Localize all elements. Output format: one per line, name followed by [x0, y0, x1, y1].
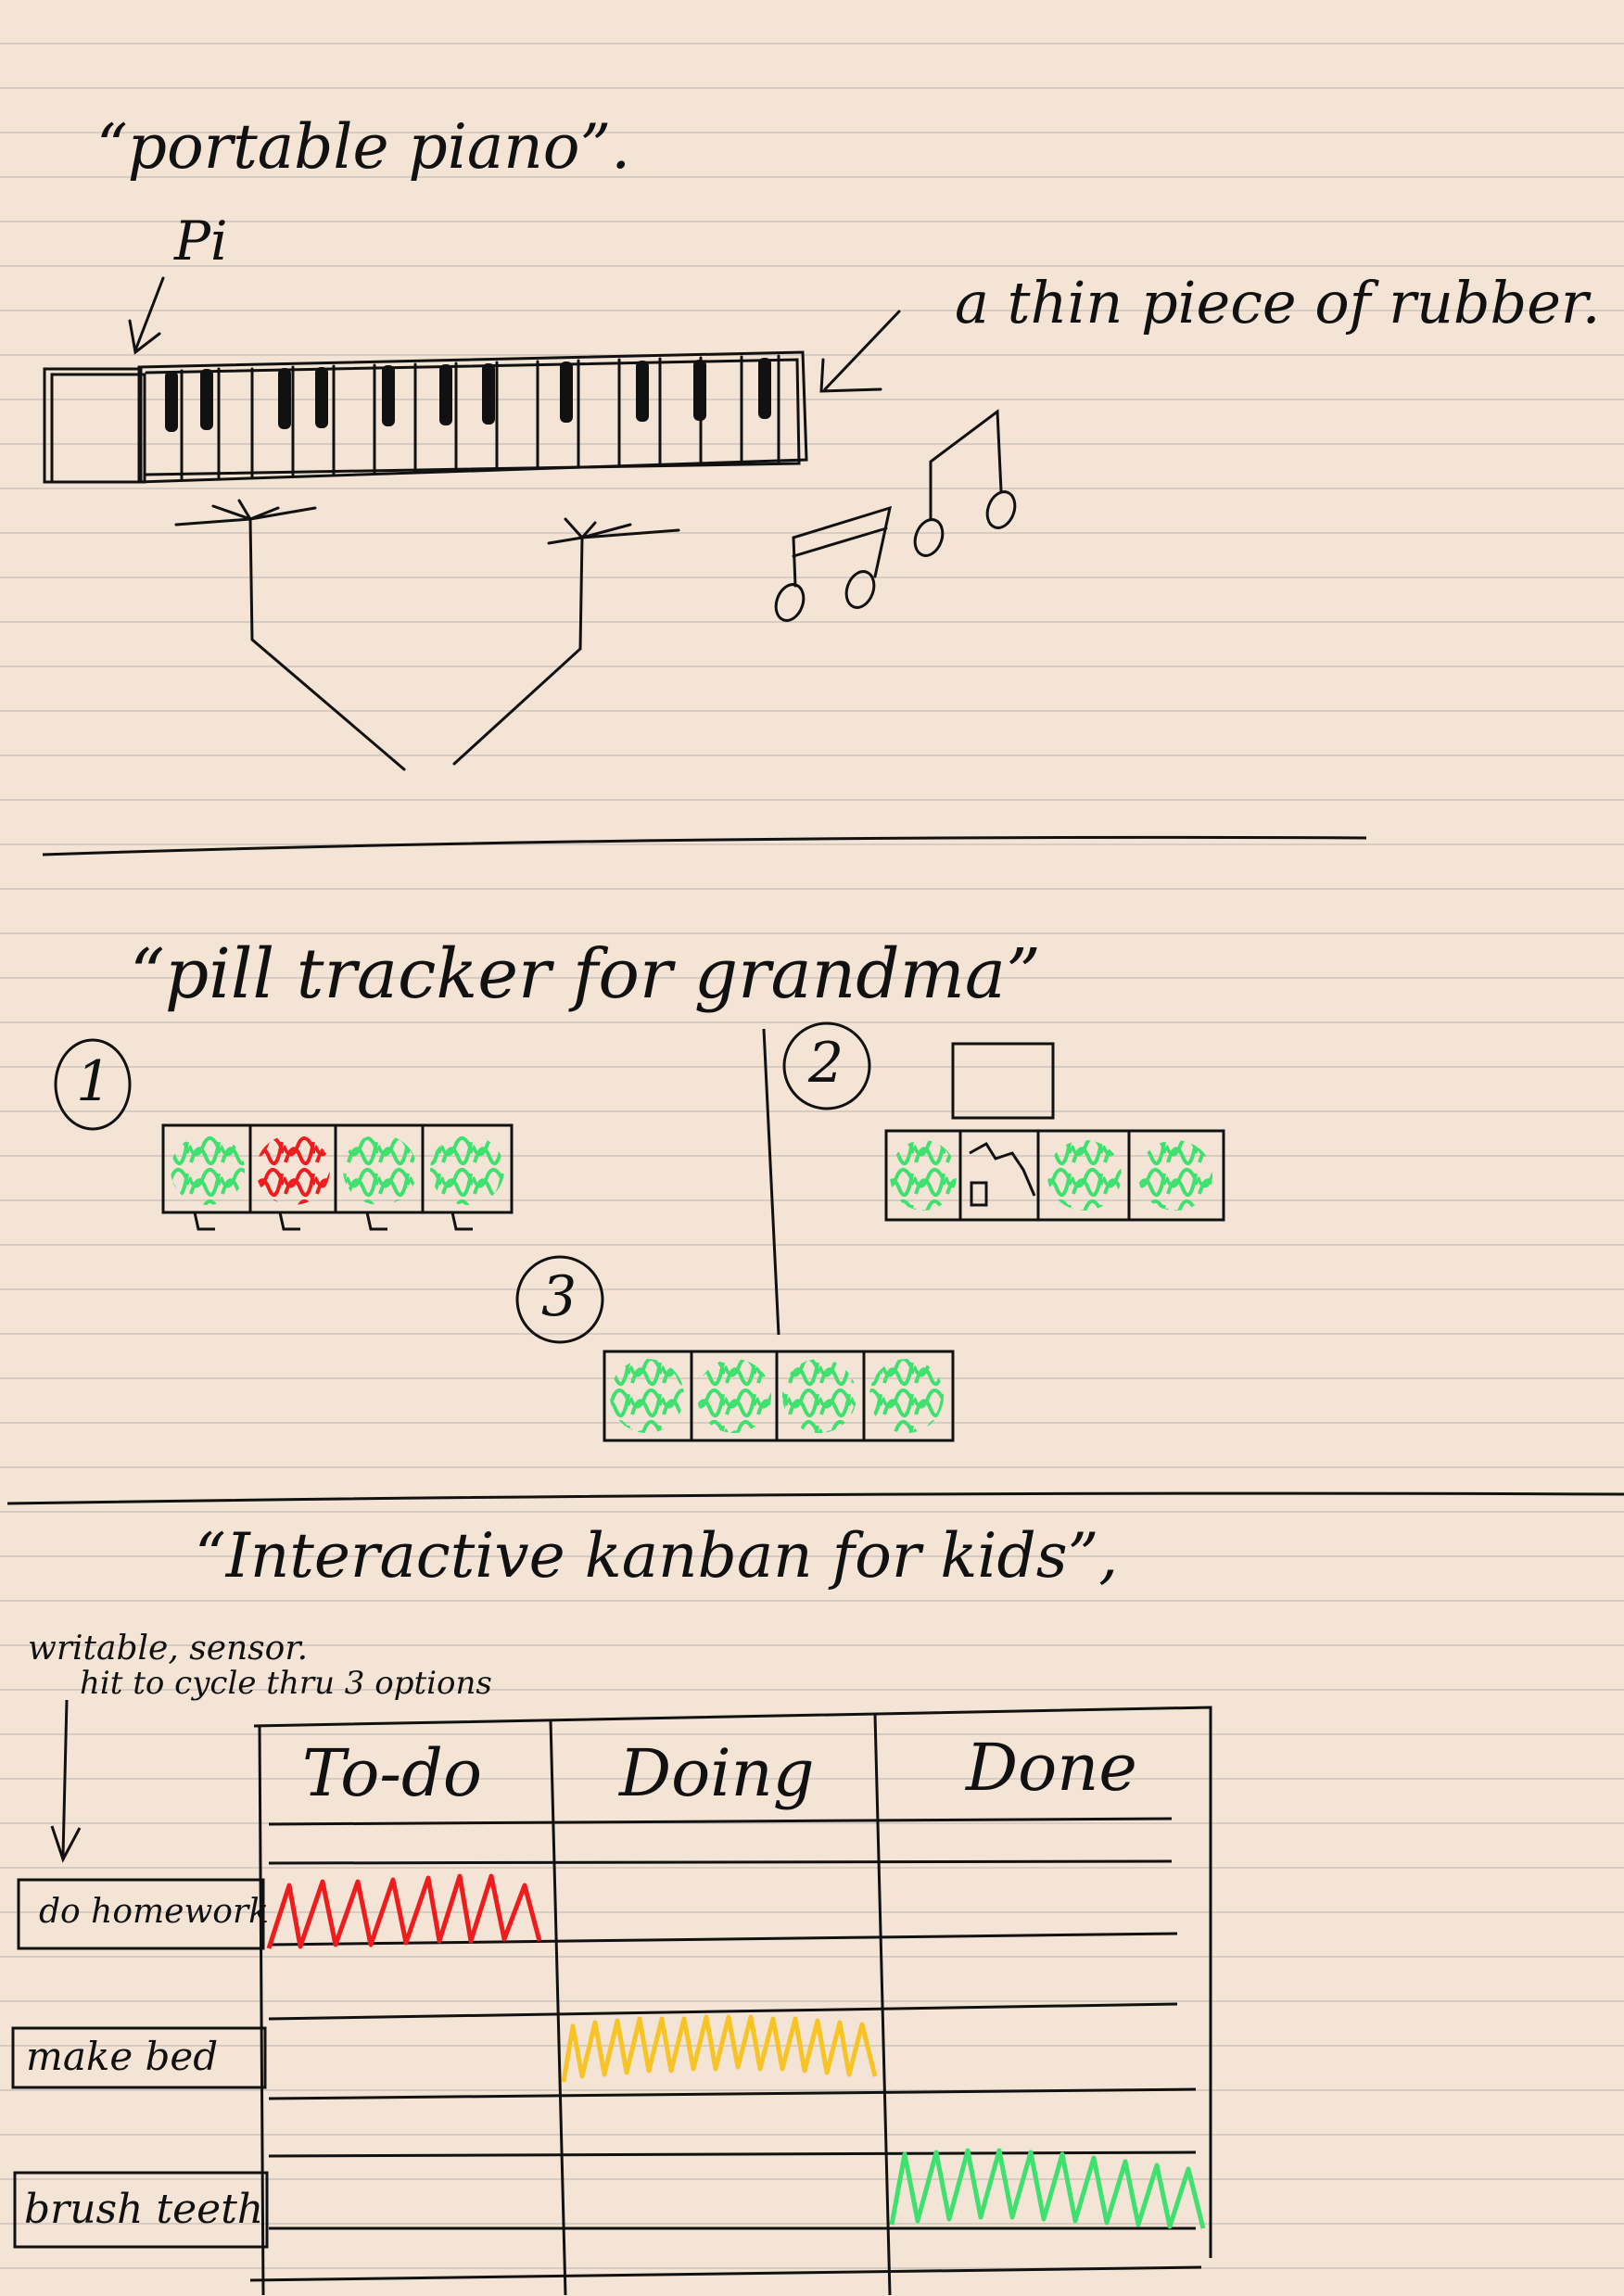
task-label-bed: make bed — [26, 2034, 219, 2079]
piano-keyboard-frame — [137, 350, 808, 484]
pi-arrow — [128, 276, 165, 355]
option-1-number: 1 — [76, 1049, 112, 1114]
black-keys — [165, 358, 771, 432]
status-red-todo — [266, 1873, 542, 1949]
task-box-teeth — [13, 2171, 269, 2249]
task-label-teeth: brush teeth — [24, 2186, 264, 2233]
option-3-number: 3 — [541, 1264, 577, 1329]
white-key-lines — [180, 354, 780, 480]
pill-box-option-1 — [161, 1123, 514, 1231]
option-2-circle — [782, 1021, 871, 1110]
piano-sketch — [43, 276, 1017, 771]
kanban-note-line-1: writable, sensor. — [28, 1630, 309, 1668]
pill-box-option-3 — [603, 1350, 955, 1442]
pill-box-option-2 — [884, 1042, 1225, 1222]
column-header-doing: Doing — [619, 1735, 815, 1811]
pi-box — [43, 367, 143, 484]
task-box-homework — [17, 1878, 265, 1950]
kanban-note-line-2: hit to cycle thru 3 options — [80, 1665, 492, 1702]
section-divider — [6, 1491, 1624, 1505]
task-box-bed — [11, 2026, 267, 2089]
piano-title: “portable piano”. — [96, 111, 631, 183]
section-divider — [42, 835, 1367, 856]
column-header-todo: To-do — [302, 1735, 483, 1811]
screen-device — [951, 1042, 1055, 1120]
pill-tracker-title: “pill tracker for grandma” — [130, 934, 1041, 1014]
stand-legs — [174, 499, 680, 771]
kanban-title: “Interactive kanban for kids”, — [195, 1520, 1119, 1592]
column-header-done: Done — [966, 1730, 1137, 1806]
kanban-board-frame — [253, 1706, 1212, 2296]
kanban-sketch — [11, 1699, 1212, 2296]
pill-tracker-sketch — [54, 1021, 1225, 1442]
option-2-number: 2 — [808, 1031, 844, 1096]
rubber-arrow — [819, 310, 901, 393]
status-green-done — [889, 2148, 1206, 2229]
status-yellow-doing — [561, 2014, 878, 2083]
pi-label: Pi — [174, 209, 228, 273]
option-1-circle — [54, 1038, 132, 1131]
music-notes-icon — [774, 409, 1017, 622]
task-label-homework: do homework — [39, 1893, 269, 1931]
option-3-circle — [515, 1255, 604, 1344]
rubber-note: a thin piece of rubber. — [955, 269, 1601, 336]
